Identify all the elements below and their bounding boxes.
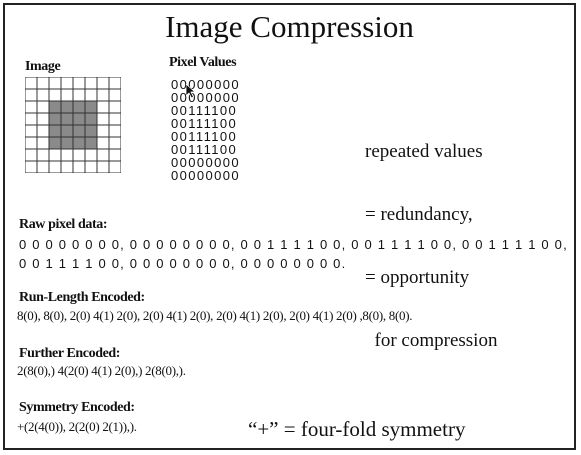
grid-cell — [84, 136, 98, 150]
raw-line: 0 0 1 1 1 1 0 0, 0 0 0 0 0 0 0 0, 0 0 0 … — [19, 256, 347, 271]
grid-cell — [60, 160, 74, 174]
grid-cell — [24, 136, 38, 150]
grid-cell — [72, 136, 86, 150]
grid-cell — [108, 100, 122, 114]
rle-text: 8(0), 8(0), 2(0) 4(1) 2(0), 2(0) 4(1) 2(… — [17, 308, 413, 323]
grid-cell — [60, 100, 74, 114]
grid-cell — [96, 76, 110, 90]
pixel-row: 00111100 — [171, 129, 238, 144]
image-label: Image — [25, 59, 61, 74]
grid-cell — [48, 100, 62, 114]
pixel-grid-svg — [24, 76, 122, 174]
grid-cell — [72, 76, 86, 90]
redundancy-note: repeated values = redundancy, = opportun… — [365, 99, 497, 393]
grid-cell — [24, 148, 38, 162]
grid-cell — [36, 124, 50, 138]
grid-cell — [72, 160, 86, 174]
grid-cell — [84, 160, 98, 174]
grid-cell — [84, 124, 98, 138]
grid-cell — [108, 148, 122, 162]
grid-cell — [36, 88, 50, 102]
grid-cell — [24, 124, 38, 138]
pixel-row: 00000000 — [171, 155, 241, 170]
grid-cell — [84, 112, 98, 126]
pixel-values-label: Pixel Values — [169, 55, 237, 70]
grid-cell — [96, 148, 110, 162]
raw-pixel-data-label: Raw pixel data: — [19, 217, 108, 232]
redundancy-line: = opportunity — [365, 267, 470, 288]
grid-cell — [60, 148, 74, 162]
grid-cell — [96, 160, 110, 174]
grid-cell — [108, 88, 122, 102]
grid-cell — [108, 76, 122, 90]
grid-cell — [108, 136, 122, 150]
grid-cell — [60, 136, 74, 150]
grid-cell — [84, 100, 98, 114]
grid-cell — [84, 148, 98, 162]
grid-cell — [96, 88, 110, 102]
raw-pixel-data: 0 0 0 0 0 0 0 0, 0 0 0 0 0 0 0 0, 0 0 1 … — [19, 235, 568, 273]
grid-cell — [24, 76, 38, 90]
mouse-cursor-icon — [186, 84, 196, 99]
grid-cell — [48, 160, 62, 174]
grid-cell — [72, 124, 86, 138]
grid-cell — [48, 76, 62, 90]
pixel-row: 00111100 — [171, 116, 238, 131]
grid-cell — [60, 124, 74, 138]
redundancy-line: for compression — [365, 330, 498, 351]
symmetry-note: “+” = four-fold symmetry — [248, 417, 466, 441]
grid-cell — [48, 112, 62, 126]
grid-cell — [36, 76, 50, 90]
grid-cell — [108, 112, 122, 126]
slide-title: Image Compression — [165, 9, 414, 44]
grid-cell — [36, 160, 50, 174]
pixel-grid — [24, 76, 122, 174]
grid-cell — [24, 112, 38, 126]
grid-cell — [36, 148, 50, 162]
pixel-row: 00000000 — [171, 168, 241, 183]
slide-frame: Image Compression Image Pixel Values 000… — [3, 3, 576, 450]
symmetry-encoded-label: Symmetry Encoded: — [19, 400, 135, 415]
grid-cell — [60, 88, 74, 102]
grid-cell — [72, 100, 86, 114]
grid-cell — [108, 160, 122, 174]
symmetry-encoded-text: +(2(4(0)), 2(2(0) 2(1)),). — [17, 419, 137, 434]
grid-cell — [96, 136, 110, 150]
grid-cell — [24, 100, 38, 114]
grid-cell — [96, 100, 110, 114]
grid-cell — [108, 124, 122, 138]
grid-cell — [60, 76, 74, 90]
grid-cell — [84, 88, 98, 102]
grid-cell — [24, 88, 38, 102]
grid-cell — [36, 100, 50, 114]
redundancy-line: repeated values — [365, 141, 483, 162]
pixel-row: 00111100 — [171, 103, 238, 118]
grid-cell — [60, 112, 74, 126]
grid-cell — [48, 136, 62, 150]
redundancy-line: = redundancy, — [365, 204, 473, 225]
pixel-row: 00111100 — [171, 142, 238, 157]
rle-label: Run-Length Encoded: — [19, 290, 145, 305]
grid-cell — [48, 124, 62, 138]
grid-cell — [96, 112, 110, 126]
further-encoded-label: Further Encoded: — [19, 346, 121, 361]
grid-cell — [72, 148, 86, 162]
grid-cell — [36, 112, 50, 126]
grid-cell — [48, 88, 62, 102]
grid-cell — [72, 88, 86, 102]
grid-cell — [24, 160, 38, 174]
pixel-values-column: 00000000 00000000 00111100 00111100 0011… — [171, 78, 240, 182]
grid-cell — [84, 76, 98, 90]
grid-cell — [72, 112, 86, 126]
further-encoded-text: 2(8(0),) 4(2(0) 4(1) 2(0),) 2(8(0),). — [17, 363, 186, 378]
grid-cell — [36, 136, 50, 150]
grid-cell — [48, 148, 62, 162]
grid-cell — [96, 124, 110, 138]
raw-line: 0 0 0 0 0 0 0 0, 0 0 0 0 0 0 0 0, 0 0 1 … — [19, 237, 568, 252]
